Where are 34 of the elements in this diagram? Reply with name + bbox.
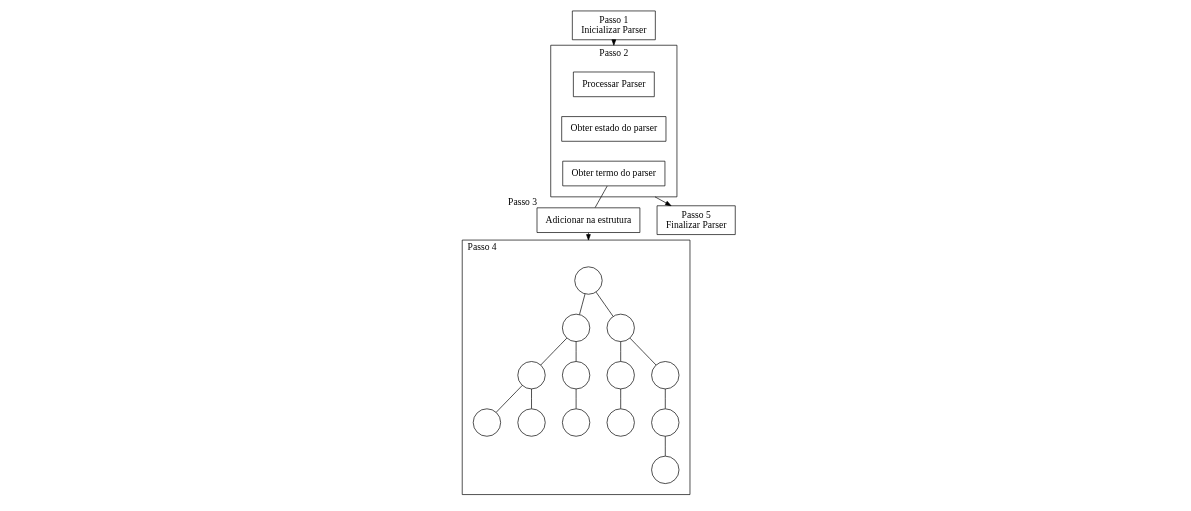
connector [619, 341, 621, 362]
cluster: Passo 4 [461, 239, 690, 495]
node-circle [516, 361, 546, 390]
connector [495, 385, 523, 413]
connector [595, 291, 613, 317]
connector [619, 388, 621, 409]
node-circle [561, 313, 590, 342]
arrow [654, 196, 671, 207]
connector [664, 388, 666, 409]
connector [629, 337, 656, 366]
node-circle [561, 361, 590, 390]
node-circle [650, 361, 679, 390]
connector [594, 185, 607, 208]
node-box: Passo 5 Finalizar Parser [656, 205, 736, 235]
node-circle [516, 408, 546, 437]
connector [578, 293, 585, 315]
connector [664, 435, 666, 457]
node-circle [472, 408, 501, 437]
node-circle [606, 408, 635, 437]
node-circle [650, 408, 679, 437]
node-box: Obter estado do parser [560, 116, 666, 142]
connector [530, 388, 532, 409]
node-circle [606, 313, 635, 342]
arrow [585, 232, 591, 241]
node-box: Processar Parser [572, 71, 655, 98]
node-label: Passo 3 [507, 196, 537, 208]
node-circle [606, 361, 635, 390]
connector [539, 337, 567, 366]
node-circle [650, 455, 679, 484]
node-circle [573, 266, 602, 295]
connector [575, 388, 576, 409]
connector [575, 341, 576, 362]
node-circle [561, 408, 590, 437]
node-box: Obter termo do parser [561, 160, 665, 187]
